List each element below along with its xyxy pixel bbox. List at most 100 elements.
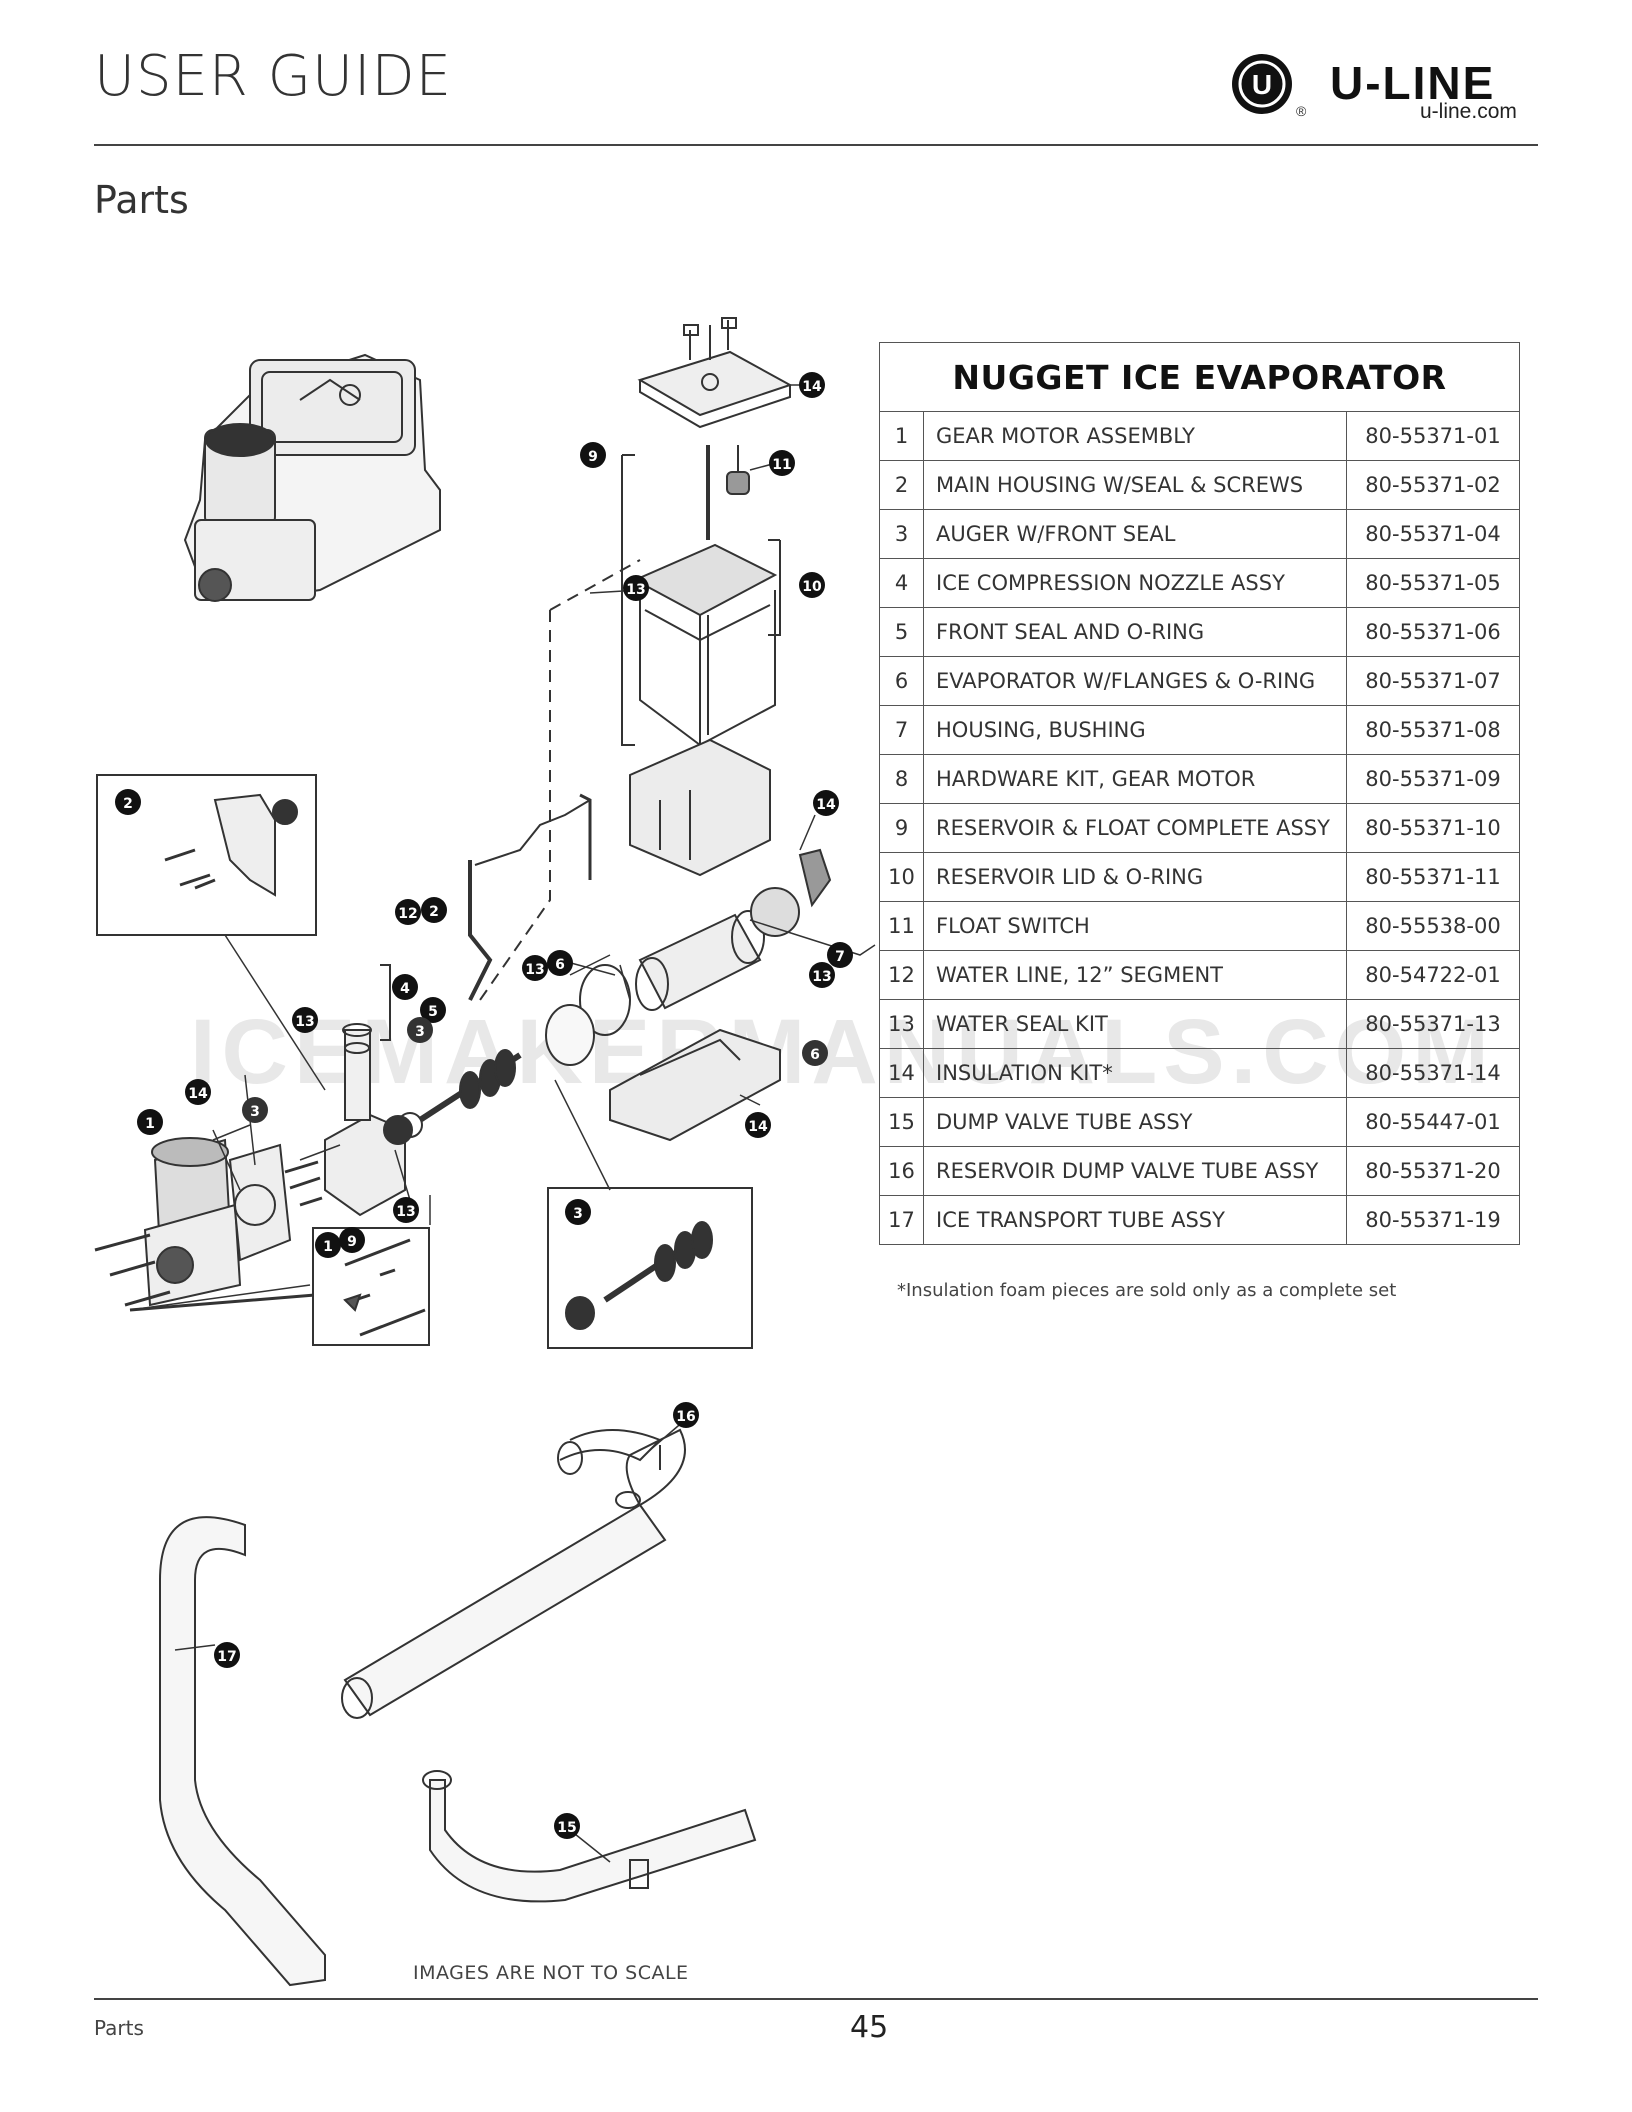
svg-text:13: 13 [295,1014,314,1030]
footer-divider [94,1998,1538,2000]
part-code: 80-55371-07 [1346,656,1520,706]
part-description: WATER LINE, 12” SEGMENT [923,950,1347,1000]
part-code: 80-55447-01 [1346,1097,1520,1147]
part-number-index: 14 [879,1048,924,1098]
page-number: 45 [850,2010,889,2045]
part-code: 80-55371-09 [1346,754,1520,804]
part-number-index: 8 [879,754,924,804]
part-description: FRONT SEAL AND O-RING [923,607,1347,657]
svg-text:4: 4 [400,981,410,997]
part-code: 80-55371-05 [1346,558,1520,608]
callout-9-kit: 9 [339,1227,365,1253]
part-number-index: 9 [879,803,924,853]
svg-text:3: 3 [573,1206,583,1222]
part-description: FLOAT SWITCH [923,901,1347,951]
evaporator-illustration [545,848,832,1066]
water-line-illustration [468,793,592,1001]
callout-16: 16 [673,1402,699,1428]
svg-text:15: 15 [557,1820,576,1836]
svg-text:1: 1 [145,1116,155,1132]
part-code: 80-55371-19 [1346,1195,1520,1245]
part-number-index: 16 [879,1146,924,1196]
svg-text:6: 6 [555,957,565,973]
part-code: 80-55371-04 [1346,509,1520,559]
callout-1: 1 [137,1109,163,1135]
part-description: AUGER W/FRONT SEAL [923,509,1347,559]
callout-13-nozzle: 13 [292,1007,318,1033]
svg-text:16: 16 [676,1409,695,1425]
callout-14-lower: 14 [745,1112,771,1138]
callout-3-inset: 3 [565,1199,591,1225]
callout-2: 2 [421,897,447,923]
float-switch-illustration [706,445,750,540]
ice-transport-tube-illustration [159,1516,326,1987]
logo-letter: U [1252,69,1272,100]
part-description: ICE TRANSPORT TUBE ASSY [923,1195,1347,1245]
part-number-index: 15 [879,1097,924,1147]
table-header-row: NUGGET ICE EVAPORATOR [879,342,1520,412]
part-description: EVAPORATOR W/FLANGES & O-RING [923,656,1347,706]
part-code: 80-55371-14 [1346,1048,1520,1098]
svg-text:17: 17 [217,1649,236,1665]
part-code: 80-54722-01 [1346,950,1520,1000]
brand-name: U-LINE [1330,57,1496,109]
part-code: 80-55371-08 [1346,705,1520,755]
callout-12: 12 [395,899,421,925]
callout-3-housing: 3 [242,1097,268,1123]
registered-mark: ® [1296,103,1307,119]
table-footnote: *Insulation foam pieces are sold only as… [897,1280,1397,1301]
reservoir-lid-illustration [637,317,793,429]
callout-9: 9 [580,442,606,468]
part-code: 80-55371-11 [1346,852,1520,902]
callout-6-upper: 6 [547,950,573,976]
dump-valve-tube-illustration [422,1770,757,1903]
callout-17: 17 [214,1642,240,1668]
scale-note: IMAGES ARE NOT TO SCALE [413,1962,689,1984]
assembled-evaporator-illustration [183,353,441,602]
callout-14-lid: 14 [799,372,825,398]
document-title: USER GUIDE [94,44,453,109]
svg-text:13: 13 [396,1204,415,1220]
callout-5: 5 [420,997,446,1023]
svg-text:9: 9 [347,1234,357,1250]
part-code: 80-55371-20 [1346,1146,1520,1196]
part-code: 80-55371-06 [1346,607,1520,657]
callout-13-lower: 13 [393,1197,419,1223]
callout-10: 10 [799,572,825,598]
callout-14-upper: 14 [813,790,839,816]
part-description: RESERVOIR LID & O-RING [923,852,1347,902]
part-number-index: 17 [879,1195,924,1245]
part-description: INSULATION KIT* [923,1048,1347,1098]
callout-4: 4 [392,974,418,1000]
svg-text:11: 11 [772,457,791,473]
callout-13-housing: 13 [809,962,835,988]
part-description: DUMP VALVE TUBE ASSY [923,1097,1347,1147]
section-title: Parts [94,178,189,222]
part-number-index: 1 [879,411,924,461]
brand-url: u-line.com [1420,100,1517,123]
table-title: NUGGET ICE EVAPORATOR [879,342,1520,412]
svg-text:5: 5 [428,1004,438,1020]
part-description: HARDWARE KIT, GEAR MOTOR [923,754,1347,804]
main-housing-illustration [324,1023,413,1217]
part-description: WATER SEAL KIT [923,999,1347,1049]
svg-text:7: 7 [835,949,845,965]
part-description: HOUSING, BUSHING [923,705,1347,755]
part-code: 80-55371-02 [1346,460,1520,510]
part-code: 80-55371-01 [1346,411,1520,461]
part-number-index: 13 [879,999,924,1049]
